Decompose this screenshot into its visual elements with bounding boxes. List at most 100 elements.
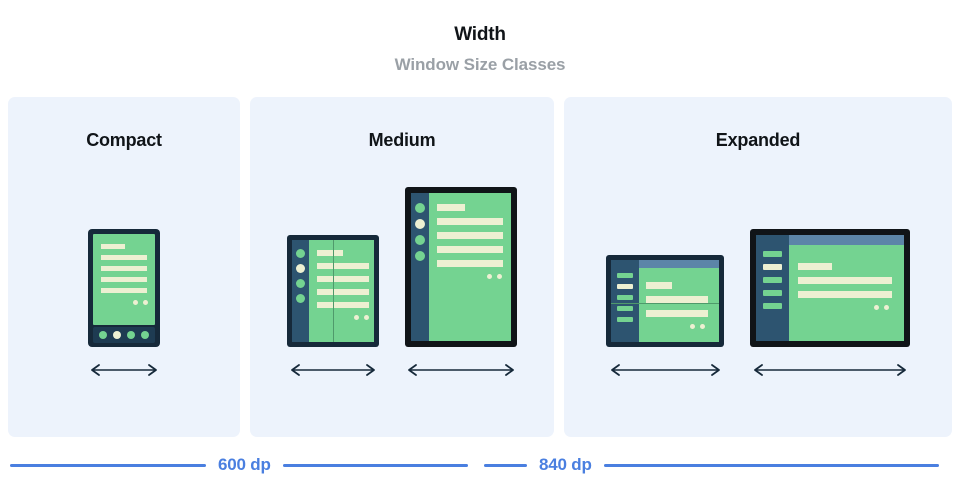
tablet-portrait-screen bbox=[411, 193, 511, 341]
measure-line-right bbox=[282, 463, 468, 467]
measure-label-600: 600 dp bbox=[218, 455, 271, 474]
card-medium[interactable]: Medium bbox=[250, 97, 554, 437]
content-line bbox=[798, 277, 892, 284]
card-title-medium: Medium bbox=[368, 130, 436, 150]
rail-bar-active bbox=[763, 264, 782, 270]
rail-dot-active bbox=[415, 219, 425, 229]
content-line bbox=[437, 246, 503, 253]
nav-dot bbox=[141, 331, 149, 339]
measure-840dp: 840 dp bbox=[484, 455, 939, 475]
device-tablet-landscape bbox=[750, 229, 910, 347]
device-foldable-portrait bbox=[287, 235, 379, 347]
app-top-bar bbox=[639, 260, 719, 268]
device-group-medium bbox=[250, 187, 554, 377]
rail-dot bbox=[296, 294, 305, 303]
device-slot-tablet-landscape bbox=[750, 229, 910, 377]
rail-bar bbox=[763, 290, 782, 296]
content-line-short bbox=[437, 204, 465, 211]
measure-line-right bbox=[603, 463, 939, 467]
content-line-short bbox=[101, 244, 125, 249]
content-dot bbox=[700, 324, 705, 329]
navigation-rail bbox=[611, 260, 639, 342]
content-line bbox=[437, 218, 503, 225]
content-dot bbox=[143, 300, 148, 305]
rail-bar bbox=[617, 295, 633, 300]
card-compact[interactable]: Compact bbox=[8, 97, 240, 437]
content-line bbox=[101, 266, 147, 271]
rail-dot bbox=[296, 279, 305, 288]
measure-label-840: 840 dp bbox=[539, 455, 592, 474]
phone-navigation-bar bbox=[93, 327, 155, 343]
measure-line-left bbox=[10, 463, 206, 467]
content-dot bbox=[874, 305, 879, 310]
content-dot bbox=[133, 300, 138, 305]
nav-dot-active bbox=[113, 331, 121, 339]
device-phone bbox=[88, 229, 160, 347]
rail-dot bbox=[415, 251, 425, 261]
rail-bar bbox=[763, 251, 782, 257]
device-group-expanded bbox=[564, 229, 952, 377]
app-top-bar bbox=[789, 235, 904, 245]
device-slot-tablet-portrait bbox=[405, 187, 517, 377]
page-header: Width Window Size Classes bbox=[0, 0, 960, 92]
tablet-landscape-screen bbox=[756, 235, 904, 341]
content-dot bbox=[497, 274, 502, 279]
rail-dot bbox=[296, 249, 305, 258]
content-dot bbox=[354, 315, 359, 320]
page-subtitle: Window Size Classes bbox=[394, 55, 566, 74]
foldable-portrait-screen bbox=[292, 240, 374, 342]
content-line bbox=[101, 277, 147, 282]
rail-bar bbox=[617, 306, 633, 311]
nav-dot bbox=[99, 331, 107, 339]
card-title-expanded: Expanded bbox=[715, 130, 801, 150]
navigation-rail bbox=[292, 240, 309, 342]
content-dot bbox=[364, 315, 369, 320]
width-arrow-icon bbox=[610, 364, 720, 376]
rail-dot bbox=[415, 203, 425, 213]
content-line bbox=[317, 289, 369, 295]
device-slot-foldable-portrait bbox=[287, 235, 379, 377]
content-dot bbox=[690, 324, 695, 329]
width-arrow-icon bbox=[408, 364, 514, 376]
navigation-rail bbox=[756, 235, 789, 341]
content-dot bbox=[487, 274, 492, 279]
rail-bar-active bbox=[617, 284, 633, 289]
content-line-short bbox=[646, 282, 672, 289]
rail-bar bbox=[763, 303, 782, 309]
width-arrow-icon bbox=[291, 364, 375, 376]
size-class-cards: Compact bbox=[8, 97, 952, 437]
device-group-compact bbox=[8, 229, 240, 377]
fold-crease-line bbox=[333, 240, 334, 342]
content-line bbox=[646, 310, 708, 317]
width-arrow-icon bbox=[91, 364, 157, 376]
foldable-landscape-screen bbox=[611, 260, 719, 342]
measure-600dp: 600 dp bbox=[10, 455, 468, 475]
content-dot bbox=[884, 305, 889, 310]
content-line-short bbox=[317, 250, 343, 256]
content-line bbox=[317, 302, 369, 308]
device-tablet-portrait bbox=[405, 187, 517, 347]
page-title: Width bbox=[454, 24, 506, 45]
content-line bbox=[646, 296, 708, 303]
device-slot-foldable-landscape bbox=[606, 255, 724, 377]
device-slot-phone bbox=[88, 229, 160, 377]
breakpoint-measures: 600 dp 840 dp bbox=[0, 437, 960, 494]
content-line bbox=[317, 276, 369, 282]
content-line bbox=[101, 288, 147, 293]
fold-crease-line bbox=[611, 303, 719, 304]
content-line-short bbox=[798, 263, 832, 270]
rail-bar bbox=[617, 273, 633, 278]
device-foldable-landscape bbox=[606, 255, 724, 347]
content-line bbox=[317, 263, 369, 269]
rail-bar bbox=[617, 317, 633, 322]
content-line bbox=[798, 291, 892, 298]
width-arrow-icon bbox=[754, 364, 906, 376]
content-line bbox=[437, 260, 503, 267]
navigation-rail bbox=[411, 193, 429, 341]
content-line bbox=[437, 232, 503, 239]
measure-line-left bbox=[484, 463, 527, 467]
nav-dot bbox=[127, 331, 135, 339]
card-expanded[interactable]: Expanded bbox=[564, 97, 952, 437]
rail-bar bbox=[763, 277, 782, 283]
rail-dot-active bbox=[296, 264, 305, 273]
